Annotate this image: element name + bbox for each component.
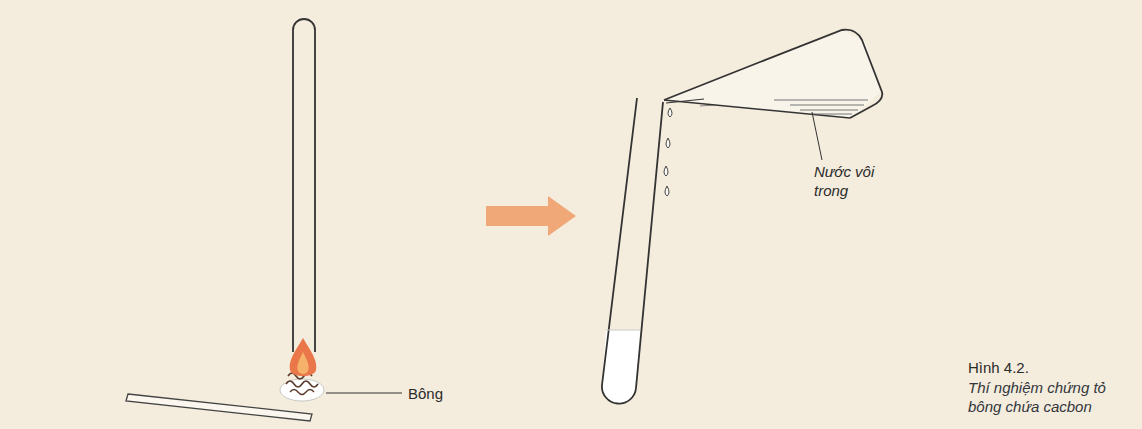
- droplets: [664, 108, 672, 196]
- cotton: [280, 373, 324, 401]
- test-tube: [602, 98, 663, 404]
- figure-number: Hình 4.2.: [968, 358, 1029, 377]
- glass-rod: [126, 394, 312, 421]
- beaker: [664, 30, 882, 118]
- process-arrow: [486, 196, 576, 236]
- part-label: Nước vôi trong: [814, 162, 900, 200]
- leader-line: [812, 112, 822, 160]
- part-label: Bông: [408, 384, 443, 403]
- figure-caption: Thí nghiệm chứng tỏ bông chứa cacbon: [968, 378, 1138, 416]
- inverted-test-tube: [293, 19, 315, 352]
- leader-line: [326, 393, 402, 394]
